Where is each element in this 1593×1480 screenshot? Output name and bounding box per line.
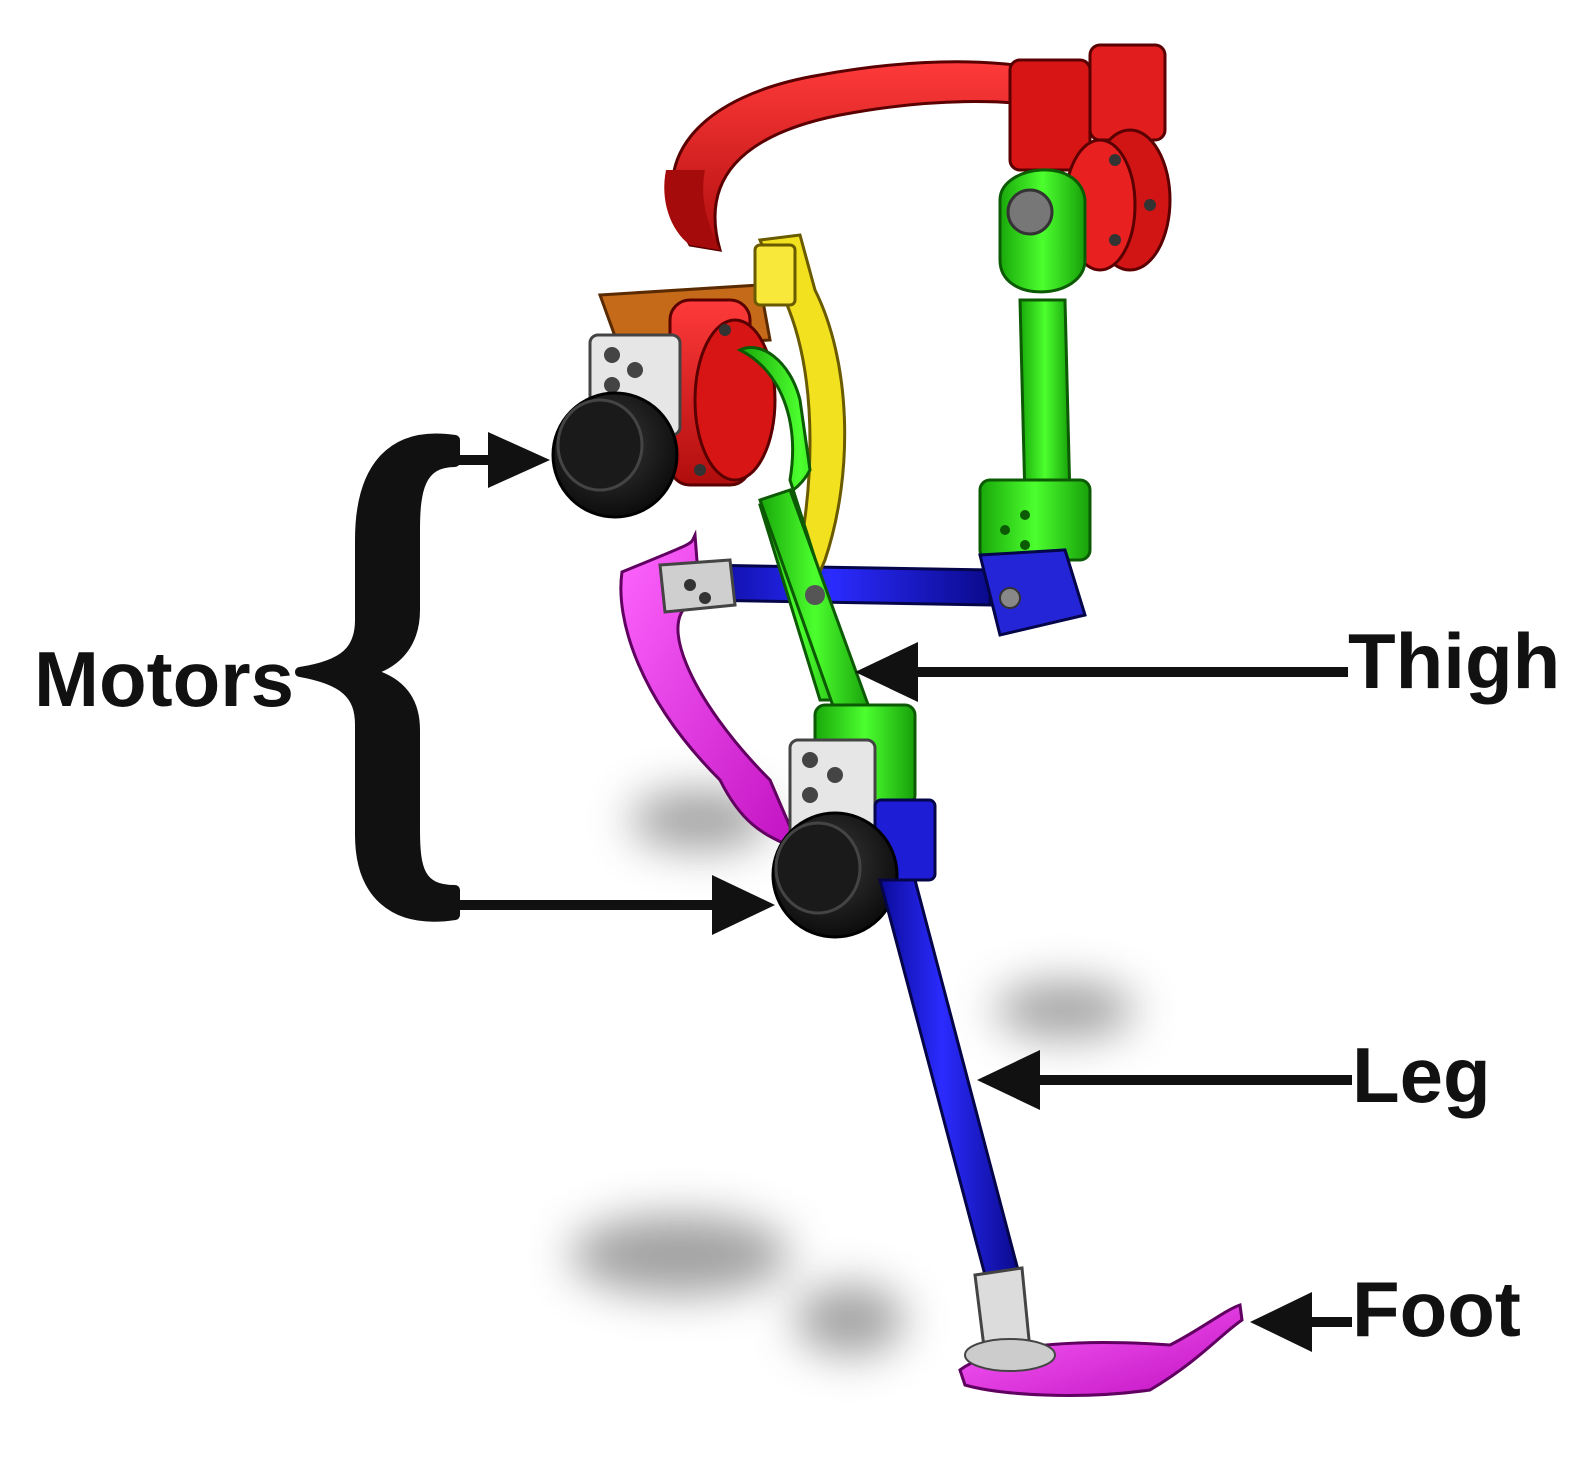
waist-belt xyxy=(664,43,1172,272)
knee-assembly xyxy=(771,738,937,939)
arrow-left-icon xyxy=(1250,1292,1352,1352)
foot-assembly xyxy=(958,1266,1244,1397)
arrow-right-icon xyxy=(455,432,550,488)
thigh-pad xyxy=(619,529,803,853)
arrow-left-icon xyxy=(855,642,1348,702)
right-thigh-strut xyxy=(978,168,1092,562)
label-leg: Leg xyxy=(1352,1031,1491,1119)
ground-shadows xyxy=(570,790,1135,1355)
label-thigh: Thigh xyxy=(1348,617,1561,705)
arrow-right-icon xyxy=(455,875,775,935)
arrow-left-icon xyxy=(977,1050,1352,1110)
label-foot: Foot xyxy=(1352,1265,1521,1353)
label-motors: Motors xyxy=(34,635,294,723)
upper-motor xyxy=(551,391,679,519)
blue-crossbar xyxy=(698,548,1087,637)
curly-brace-icon xyxy=(295,433,460,922)
annotations xyxy=(295,432,1352,1352)
